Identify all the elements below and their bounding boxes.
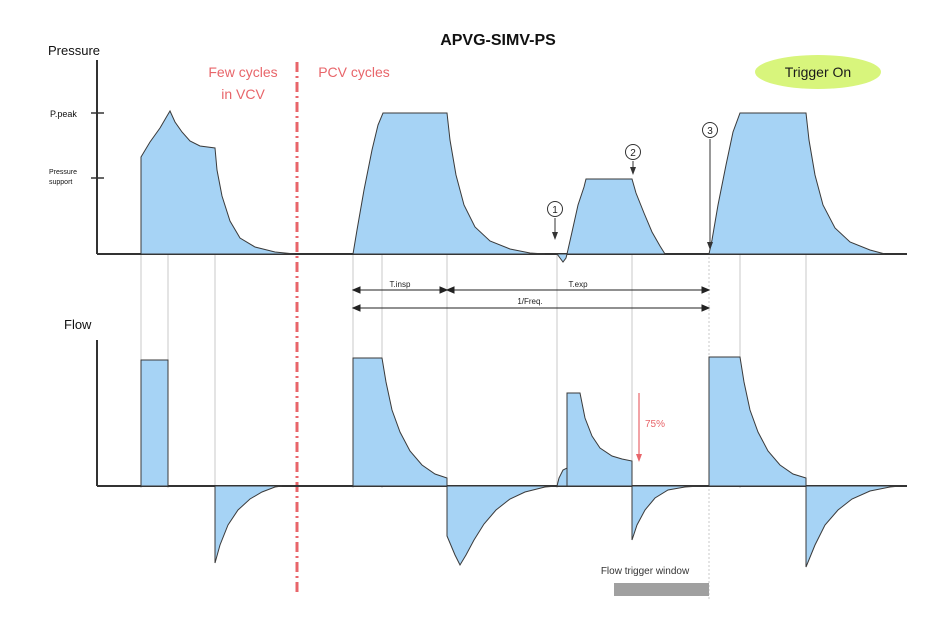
flow-axes <box>97 340 907 486</box>
marker-3-label: 3 <box>707 126 713 137</box>
marker-1-label: 1 <box>552 205 558 216</box>
vcv-label-line2: in VCV <box>221 86 265 102</box>
pressure-pcv-cycle-1 <box>353 113 545 254</box>
cycle-off-threshold-arrow <box>636 393 642 462</box>
pressure-waveforms <box>141 111 885 262</box>
pressure-spont-dip <box>557 254 567 262</box>
diagram-title: APVG-SIMV-PS <box>440 32 556 49</box>
flow-vcv-exp <box>215 486 282 563</box>
pressure-support-cycle <box>567 179 665 254</box>
flow-trigger-window-bar <box>614 583 709 596</box>
flow-pcv-insp-1 <box>353 358 447 486</box>
vcv-label-line1: Few cycles <box>208 64 277 80</box>
marker-2-label: 2 <box>630 148 636 159</box>
marker-2: 2 <box>626 145 641 176</box>
flow-vcv-insp <box>141 360 168 486</box>
trigger-on-label: Trigger On <box>785 64 851 80</box>
flow-waveforms <box>141 357 900 567</box>
tinsp-label: T.insp <box>390 280 411 289</box>
ppeak-tick-label: P.peak <box>50 109 77 119</box>
flow-support-exp <box>632 486 700 540</box>
flow-support-insp <box>567 393 632 486</box>
flow-axis-label: Flow <box>64 317 92 332</box>
flow-pcv-exp-1 <box>447 486 557 565</box>
trigger-on-badge: Trigger On <box>755 55 881 89</box>
marker-1: 1 <box>548 202 563 241</box>
pressure-support-tick-label-2: support <box>49 179 72 186</box>
flow-pcv-insp-2 <box>709 357 806 486</box>
flow-trigger-window-label: Flow trigger window <box>601 566 690 577</box>
pressure-pcv-cycle-2 <box>709 113 885 254</box>
pcv-label: PCV cycles <box>318 64 390 80</box>
texp-label: T.exp <box>568 280 588 289</box>
pressure-vcv-cycle <box>141 111 295 254</box>
flow-pcv-exp-2 <box>806 486 900 567</box>
flow-trigger-blip <box>557 468 567 486</box>
timing-guides <box>141 253 806 600</box>
pressure-axis-label: Pressure <box>48 43 100 58</box>
pressure-support-tick-label-1: Pressure <box>49 169 77 176</box>
cycle-off-percent-label: 75% <box>645 419 665 430</box>
freq-label: 1/Freq. <box>517 297 542 306</box>
